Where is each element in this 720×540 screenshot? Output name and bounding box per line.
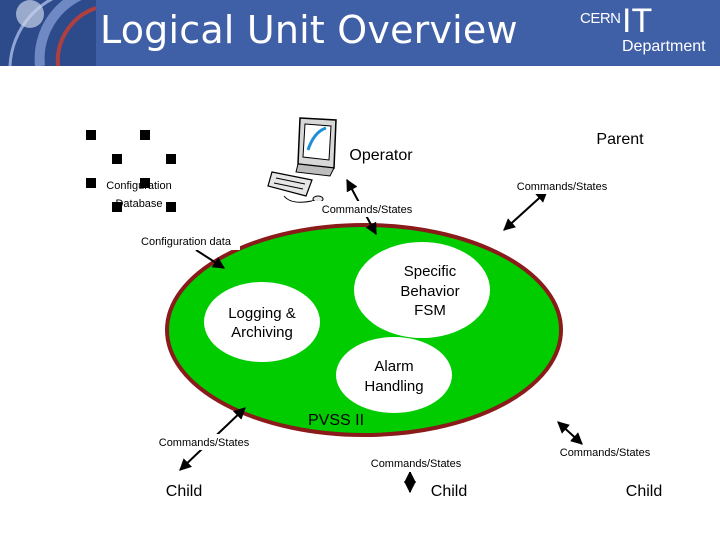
child-right-label: Child <box>626 483 662 500</box>
config-db-label-line1: Configuration <box>106 180 171 192</box>
child-center-label: Child <box>431 483 467 500</box>
parent-label: Parent <box>596 131 644 148</box>
header-decoration <box>0 0 96 66</box>
parent-arrow <box>503 190 548 231</box>
specific-fsm-bubble <box>354 242 490 338</box>
logging-label-line1: Logging & <box>228 305 296 322</box>
page-title: Logical Unit Overview <box>100 8 518 52</box>
child-right-arrow <box>557 421 583 445</box>
alarm-label-line2: Handling <box>364 378 423 395</box>
operator-link-label: Commands/States <box>322 204 413 216</box>
logging-label-line2: Archiving <box>231 324 293 341</box>
operator-computer-icon <box>267 117 337 203</box>
configuration-data-arrow <box>195 249 226 269</box>
child-right-link-label: Commands/States <box>560 447 651 459</box>
specific-fsm-label-line1: Specific <box>404 263 457 280</box>
configuration-database-icon <box>86 130 190 216</box>
logo-department: Department <box>622 38 706 55</box>
parent-link-label: Commands/States <box>517 181 608 193</box>
child-left-link-label: Commands/States <box>159 437 250 449</box>
child-center-link-label: Commands/States <box>371 458 462 470</box>
title-bar: Logical Unit Overview CERN IT Department <box>0 0 720 66</box>
cern-it-logo: CERN IT Department <box>580 2 718 60</box>
operator-label: Operator <box>349 147 413 164</box>
logical-unit-diagram: Configuration Database Operator Parent S… <box>86 117 662 500</box>
specific-fsm-label-line3: FSM <box>414 302 446 319</box>
pvss-label: PVSS II <box>308 412 364 429</box>
config-db-label-line2: Database <box>115 198 162 210</box>
logo-org: CERN <box>580 10 621 27</box>
alarm-bubble <box>336 337 452 413</box>
logging-bubble <box>204 282 320 362</box>
child-left-label: Child <box>166 483 202 500</box>
logo-unit: IT <box>622 2 653 40</box>
specific-fsm-label-line2: Behavior <box>400 283 459 300</box>
config-link-label: Configuration data <box>141 236 232 248</box>
alarm-label-line1: Alarm <box>374 358 413 375</box>
